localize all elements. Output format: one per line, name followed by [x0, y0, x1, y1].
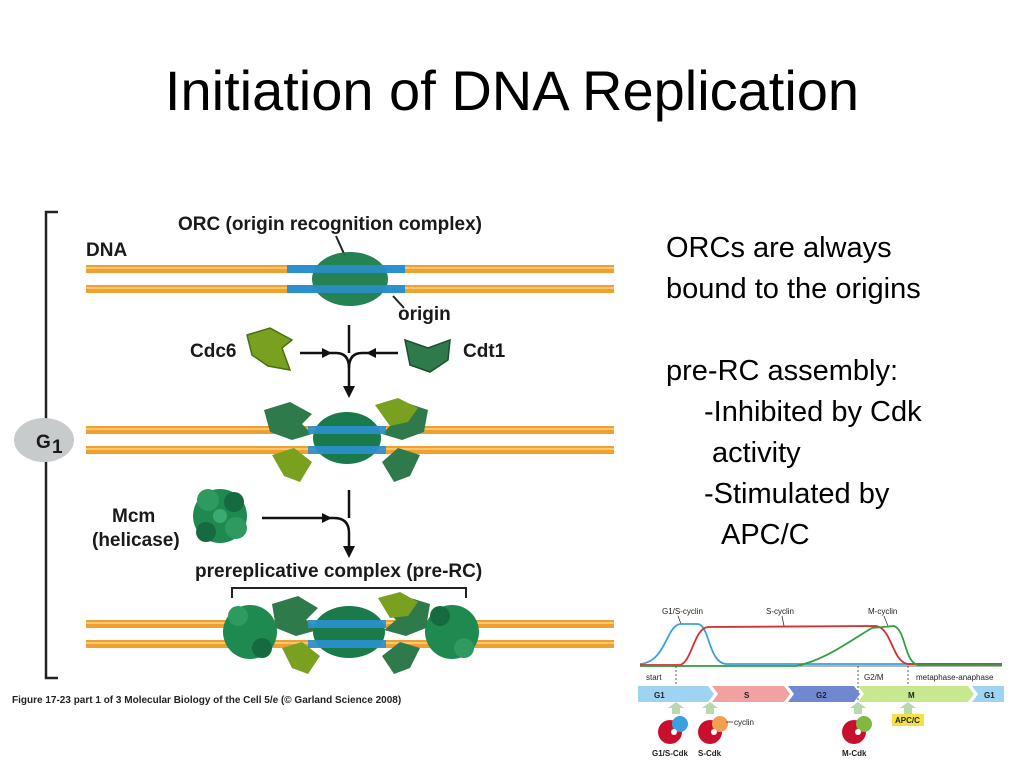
mcm-label: Mcm [112, 506, 155, 527]
m-cyclin-curve [640, 625, 1002, 667]
s-cdk-label: S-Cdk [698, 749, 722, 758]
g1-subscript: 1 [52, 437, 63, 458]
g2m-label: G2/M [864, 673, 884, 682]
cdc6-protein [246, 327, 294, 371]
text-line: -Stimulated by [704, 478, 890, 510]
cdt1-label: Cdt1 [463, 341, 506, 362]
dna-row-2 [86, 398, 614, 482]
start-label: start [646, 673, 662, 682]
text-line: -Inhibited by Cdk [704, 396, 922, 428]
origin-label: origin [398, 304, 451, 325]
phase-bar [638, 686, 1004, 702]
phase-s: S [744, 691, 750, 700]
apc-c-label: APC/C [895, 716, 920, 725]
prerc-bracket [231, 587, 467, 598]
g1s-cdk-complex [658, 716, 688, 744]
g1-label: G [36, 432, 51, 453]
origin-pointer [392, 295, 405, 309]
slide-body-text: ORCs are always bound to the origins pre… [666, 228, 922, 556]
cell-cycle-figure: G1/S-cyclin S-cyclin M-cyclin start G2/M… [638, 607, 1004, 758]
dna-row-1 [86, 252, 614, 306]
text-line: APC/C [721, 519, 810, 551]
orc-complex [312, 252, 388, 306]
apc-c-badge [892, 714, 924, 726]
metaphase-anaphase-label: metaphase-anaphase [916, 673, 994, 682]
slide-title: Initiation of DNA Replication [164, 59, 860, 122]
dna-label: DNA [86, 240, 127, 261]
cdt1-protein [404, 338, 451, 373]
merge-arrow [300, 351, 351, 386]
mcm-helicase [193, 489, 247, 543]
phase-m: M [908, 691, 915, 700]
dna-row-3 [86, 592, 614, 674]
g1s-cyclin-curve [639, 623, 1002, 665]
prerc-label: prereplicative complex (pre-RC) [195, 561, 482, 582]
helicase-label: (helicase) [92, 530, 180, 551]
cyclin-label: cyclin [734, 718, 754, 727]
text-line: ORCs are always [666, 232, 892, 264]
g1-badge [14, 418, 74, 462]
g1s-cdk-label: G1/S-Cdk [652, 749, 689, 758]
phase-g1: G1 [654, 691, 665, 700]
mcm-arrow [262, 516, 351, 546]
text-line: activity [712, 437, 801, 469]
orc-label: ORC (origin recognition complex) [178, 214, 482, 235]
replication-diagram: G 1 ORC (origin recognition complex) DNA… [12, 210, 614, 706]
m-cyclin-label: M-cyclin [868, 607, 897, 616]
m-cdk-complex [842, 716, 872, 744]
figure-caption: Figure 17-23 part 1 of 3 Molecular Biolo… [12, 695, 401, 706]
m-cdk-label: M-Cdk [842, 749, 867, 758]
s-cyclin-label: S-cyclin [766, 607, 794, 616]
phase-g1-next: G1 [984, 691, 995, 700]
cdc6-label: Cdc6 [190, 341, 236, 362]
text-line: bound to the origins [666, 273, 921, 305]
s-cyclin-curve [640, 625, 1002, 666]
text-line: pre-RC assembly: [666, 355, 899, 387]
phase-g2: G2 [816, 691, 827, 700]
g1s-cyclin-label: G1/S-cyclin [662, 607, 703, 616]
s-cdk-complex [698, 716, 728, 744]
